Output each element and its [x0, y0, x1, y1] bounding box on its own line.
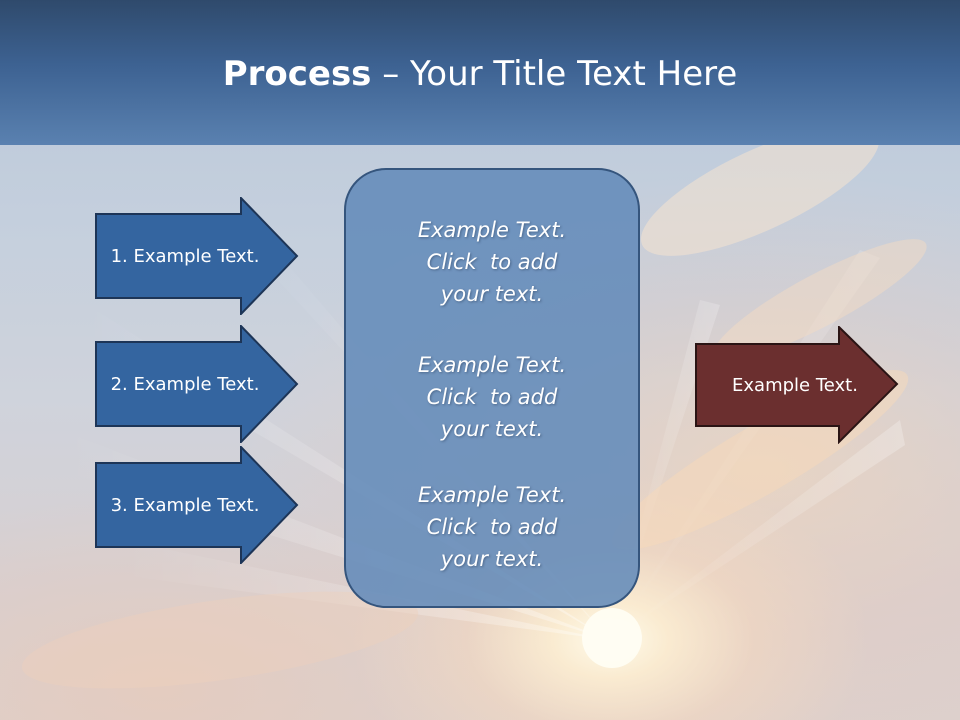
center-text-block-2[interactable]: Example Text. Click to add your text. [346, 349, 638, 445]
title-bar [0, 0, 960, 145]
step-arrow-label: 2. Example Text. [110, 373, 260, 395]
title-rest-text: – Your Title Text Here [371, 54, 738, 94]
result-arrow[interactable]: Example Text. [695, 326, 899, 444]
step-arrow-3[interactable]: 3. Example Text. [95, 446, 299, 564]
center-text-line: your text. [440, 282, 544, 306]
center-text-line: Example Text. [417, 353, 567, 377]
step-arrow-label: 3. Example Text. [110, 494, 260, 516]
center-text-line: Example Text. [417, 218, 567, 242]
center-text-block-3[interactable]: Example Text. Click to add your text. [346, 479, 638, 575]
step-arrow-2[interactable]: 2. Example Text. [95, 325, 299, 443]
result-arrow-label: Example Text. [732, 374, 858, 396]
slide-title[interactable]: Process – Your Title Text Here [0, 52, 960, 96]
title-bold-text: Process [222, 54, 372, 94]
center-text-line: Example Text. [417, 483, 567, 507]
center-text-line: Click to add [426, 250, 558, 274]
center-text-block-1[interactable]: Example Text. Click to add your text. [346, 214, 638, 310]
center-text-line: your text. [440, 417, 544, 441]
arrow-right-shape [95, 325, 299, 443]
arrow-right-shape [95, 197, 299, 315]
process-center-box[interactable]: Example Text. Click to add your text. Ex… [344, 168, 640, 608]
center-text-line: Click to add [426, 515, 558, 539]
center-text-line: your text. [440, 547, 544, 571]
arrow-right-shape [95, 446, 299, 564]
arrow-right-shape [695, 326, 899, 444]
center-text-line: Click to add [426, 385, 558, 409]
step-arrow-label: 1. Example Text. [110, 245, 260, 267]
step-arrow-1[interactable]: 1. Example Text. [95, 197, 299, 315]
